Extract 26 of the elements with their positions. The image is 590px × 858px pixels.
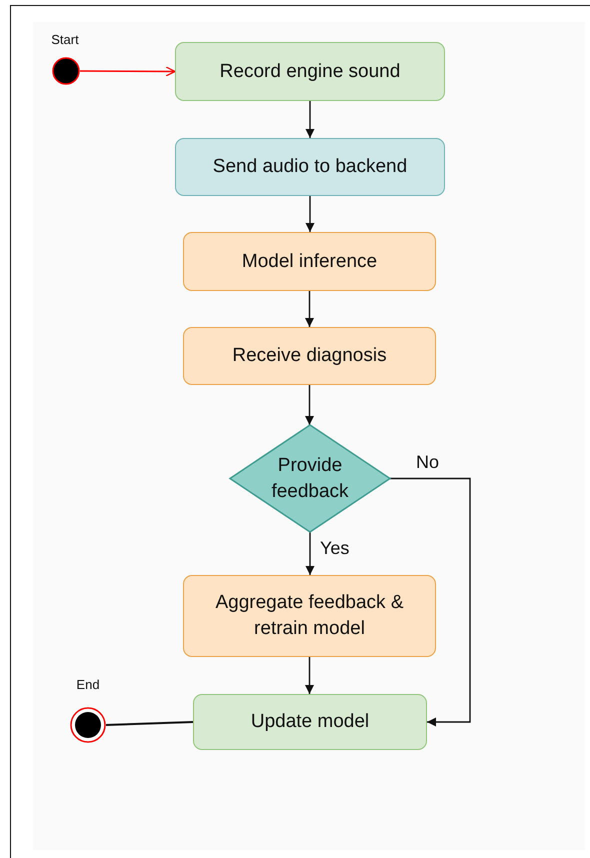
node-caption: End xyxy=(76,677,100,692)
arrow xyxy=(305,291,314,327)
start-node xyxy=(52,57,80,85)
node-caption: Start xyxy=(51,32,79,47)
arrow xyxy=(80,66,176,77)
arrow xyxy=(306,196,314,232)
node-text: Provide feedback xyxy=(270,454,350,504)
node-text: Record engine sound xyxy=(220,60,400,84)
end-node xyxy=(70,707,106,743)
node-text: Receive diagnosis xyxy=(232,344,387,368)
node-text: Aggregate feedback & retrain model xyxy=(214,591,405,641)
node-text: Model inference xyxy=(242,250,378,274)
process-box xyxy=(183,327,436,385)
arrow xyxy=(305,385,314,425)
process-box xyxy=(183,232,436,291)
process-box xyxy=(175,42,445,101)
arrow xyxy=(390,478,471,726)
decision-diamond xyxy=(230,425,390,532)
process-box xyxy=(183,575,436,657)
node-text: Send audio to backend xyxy=(212,155,408,180)
process-box xyxy=(193,694,427,750)
process-box xyxy=(175,138,445,196)
arrow xyxy=(306,532,314,575)
arrow xyxy=(305,657,314,694)
arrow xyxy=(306,101,314,138)
node-text: Update model xyxy=(250,710,370,734)
